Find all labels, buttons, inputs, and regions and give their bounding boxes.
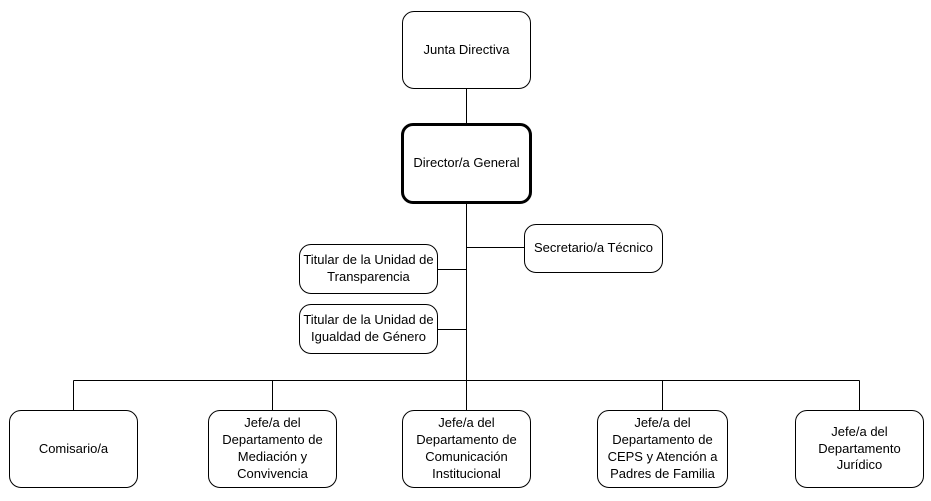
node-junta-directiva-label: Junta Directiva: [423, 41, 510, 57]
node-director-general-label: Director/a General: [413, 155, 520, 171]
node-depto-comunicacion: Jefe/a del Departamento de Comunicación …: [402, 410, 531, 488]
node-secretario-tecnico-label: Secretario/a Técnico: [534, 240, 653, 256]
node-unidad-igualdad: Titular de la Unidad de Igualdad de Géne…: [299, 304, 438, 354]
node-depto-mediacion: Jefe/a del Departamento de Mediación y C…: [208, 410, 337, 488]
node-depto-juridico-label: Jefe/a del Departamento Jurídico: [818, 423, 901, 473]
node-director-general: Director/a General: [401, 123, 532, 204]
node-comisario-label: Comisario/a: [38, 440, 109, 456]
node-junta-directiva: Junta Directiva: [402, 11, 531, 89]
node-unidad-igualdad-label: Titular de la Unidad de Igualdad de Géne…: [303, 312, 434, 344]
node-depto-ceps-label: Jefe/a del Departamento de CEPS y Atenci…: [607, 415, 718, 481]
node-unidad-transparencia: Titular de la Unidad de Transparencia: [299, 244, 438, 294]
node-depto-juridico: Jefe/a del Departamento Jurídico: [795, 410, 924, 488]
node-comisario: Comisario/a: [9, 410, 138, 488]
node-depto-mediacion-label: Jefe/a del Departamento de Mediación y C…: [222, 415, 323, 481]
node-secretario-tecnico: Secretario/a Técnico: [524, 224, 663, 273]
node-depto-comunicacion-label: Jefe/a del Departamento de Comunicación …: [416, 415, 517, 481]
node-unidad-transparencia-label: Titular de la Unidad de Transparencia: [303, 252, 434, 284]
node-depto-ceps: Jefe/a del Departamento de CEPS y Atenci…: [597, 410, 728, 488]
